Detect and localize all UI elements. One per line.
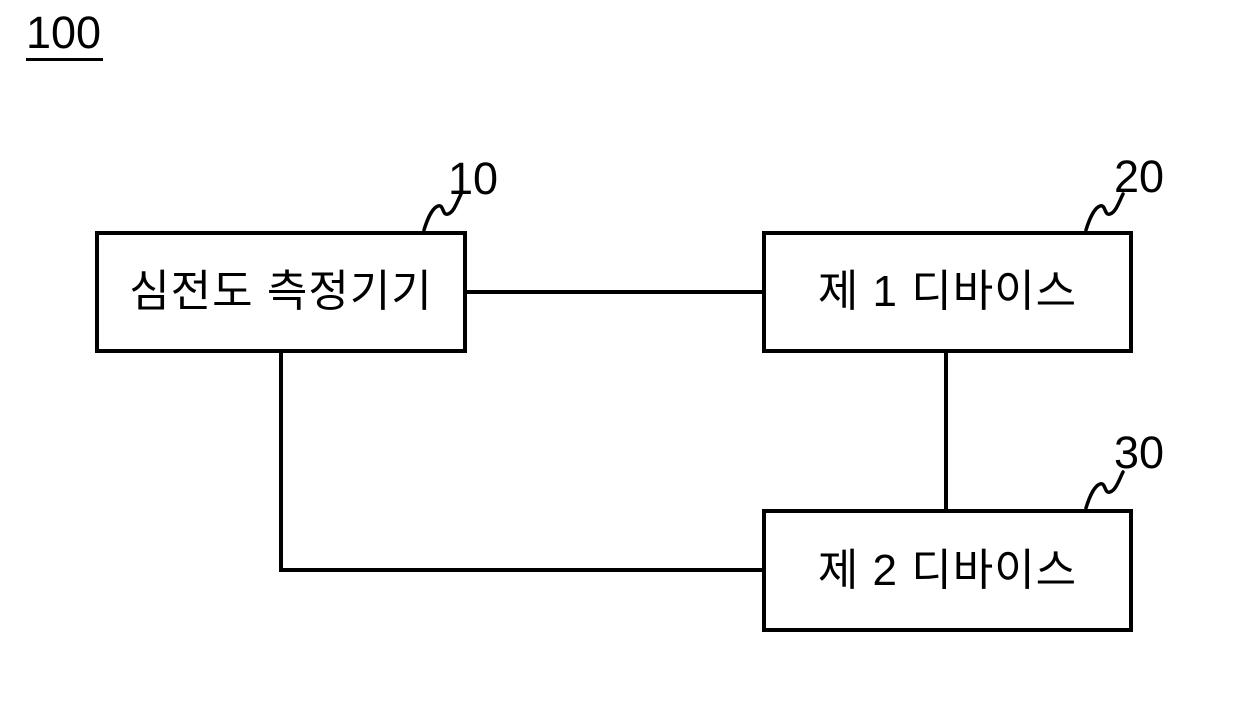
box-first-device-label: 제 1 디바이스	[817, 267, 1078, 316]
box-second-device-label: 제 2 디바이스	[817, 545, 1078, 595]
leader-squiggle-30-icon	[1084, 470, 1125, 510]
connector-ecg-to-device2	[279, 353, 762, 572]
leader-squiggle-10-icon	[422, 192, 463, 232]
box-first-device: 제 1 디바이스	[762, 231, 1133, 353]
box-ecg-device: 심전도 측정기기	[95, 231, 467, 353]
ref-number-10: 10	[448, 153, 499, 204]
ref-number-30: 30	[1114, 427, 1165, 478]
box-second-device: 제 2 디바이스	[762, 509, 1133, 632]
figure-number: 100	[26, 10, 104, 61]
ref-number-20: 20	[1114, 151, 1165, 202]
box-ecg-device-label: 심전도 측정기기	[129, 267, 433, 316]
leader-squiggle-20-icon	[1084, 192, 1125, 232]
